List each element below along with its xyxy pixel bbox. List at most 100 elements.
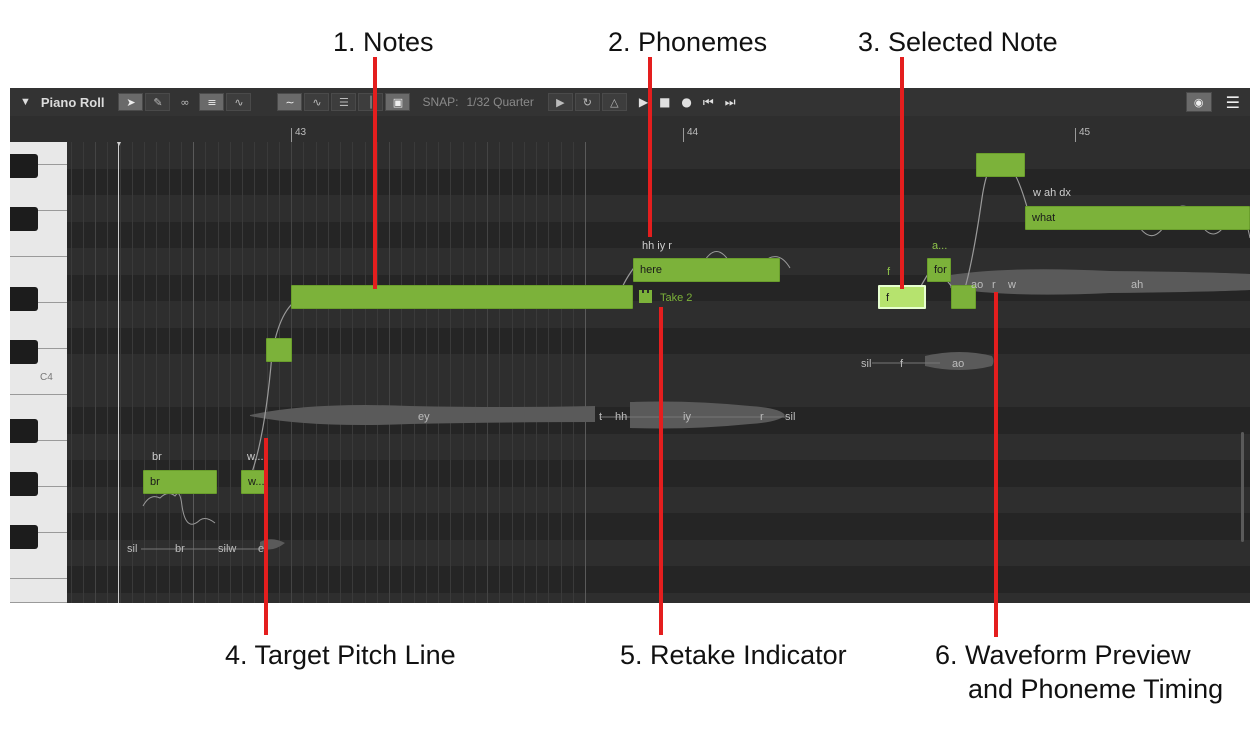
grid-line: [340, 142, 341, 603]
black-key[interactable]: [10, 340, 38, 364]
snap-label: SNAP:: [422, 95, 459, 109]
edit-tools: ➤ ✎ ∞ ≡ ∿: [118, 93, 253, 111]
phoneme-timing: br: [175, 543, 185, 555]
grid-line: [156, 142, 158, 603]
skip-back-icon[interactable]: ⏮: [702, 94, 714, 109]
waveform-ah: [950, 269, 1250, 295]
phoneme-timing: w: [1008, 279, 1016, 291]
grid-line: [327, 142, 329, 603]
key-label-c4: C4: [40, 372, 53, 383]
panel-header[interactable]: ▼ Piano Roll: [20, 95, 104, 110]
retake-indicator[interactable]: Take 2: [639, 290, 692, 304]
vibrato-icon[interactable]: ∿: [304, 93, 330, 111]
loop-tools: ▶ ↻ △: [547, 93, 629, 111]
phoneme-timing-icon[interactable]: │: [358, 93, 384, 111]
note-w[interactable]: w...: [241, 470, 268, 494]
note-here[interactable]: here: [633, 258, 780, 282]
note-what[interactable]: what: [1025, 206, 1250, 230]
grid-line: [254, 142, 256, 603]
grid-line: [131, 142, 133, 603]
timeline-ruler[interactable]: 43 44 45: [10, 116, 1250, 142]
pitch-curve-icon[interactable]: ∼: [277, 93, 303, 111]
view-tools: ∼ ∿ ☰ │ ▣: [277, 93, 412, 111]
callout-line-selected: [900, 57, 904, 289]
grid-line: [511, 142, 513, 603]
grid-line: [217, 142, 219, 603]
pencil-tool-icon[interactable]: ✎: [145, 93, 171, 111]
phoneme-timing: r: [992, 279, 996, 291]
grid-line: [193, 142, 194, 603]
note-lyric: f: [886, 292, 890, 304]
phoneme-timing: iy: [683, 411, 691, 423]
camera-icon[interactable]: ◉: [1185, 92, 1212, 112]
grid-line: [95, 142, 96, 603]
play-icon[interactable]: ▶: [638, 95, 649, 109]
playhead[interactable]: ▼: [115, 142, 123, 603]
grid-line: [425, 142, 427, 603]
clapperboard-icon[interactable]: ▣: [385, 93, 411, 111]
phonemes-w: w...: [247, 451, 264, 463]
phoneme-timing: ey: [418, 411, 430, 423]
black-key[interactable]: [10, 207, 38, 231]
skip-forward-icon[interactable]: ⏭: [724, 94, 736, 109]
piano-keyboard[interactable]: C4: [10, 142, 67, 603]
phonemes-what: w ah dx: [1033, 187, 1071, 199]
note-grid[interactable]: ▼: [67, 142, 1250, 603]
snap-select[interactable]: 1/32 Quarter: [466, 95, 534, 109]
menu-icon[interactable]: ☰: [1225, 92, 1240, 112]
grid-line: [499, 142, 501, 603]
vertical-scrollbar[interactable]: [1241, 432, 1244, 542]
metronome-icon[interactable]: △: [601, 93, 627, 111]
note-for[interactable]: for: [927, 258, 951, 282]
toolbar-right: ◉ ☰: [1185, 92, 1240, 112]
pitch-curve-br: [142, 492, 216, 525]
lane: [67, 142, 1250, 169]
pitch-view-icon[interactable]: ∿: [226, 93, 252, 111]
black-key[interactable]: [10, 154, 38, 178]
black-key[interactable]: [10, 472, 38, 496]
black-key[interactable]: [10, 287, 38, 311]
bar-marker: 45: [1075, 128, 1090, 142]
grid-line: [82, 142, 84, 603]
note-f-selected[interactable]: f: [878, 285, 926, 309]
panel-title: Piano Roll: [40, 94, 105, 110]
phoneme-timing: f: [900, 358, 904, 370]
grid-line: [413, 142, 415, 603]
select-tool-icon[interactable]: ➤: [118, 93, 144, 111]
callout-line-pitch: [264, 438, 268, 635]
phoneme-timing: sil: [785, 411, 796, 423]
phoneme-timing: e: [258, 543, 265, 555]
grid-line: [462, 142, 464, 603]
phoneme-timing: ao: [971, 279, 984, 291]
grid-line: [401, 142, 403, 603]
grid-line: [242, 142, 243, 603]
black-key[interactable]: [10, 419, 38, 443]
note-ao[interactable]: [951, 285, 976, 309]
grid-line: [560, 142, 562, 603]
grid-line: [278, 142, 280, 603]
callout-target-pitch: 4. Target Pitch Line: [225, 640, 456, 670]
grid-line: [315, 142, 317, 603]
grid-line: [438, 142, 439, 603]
chevron-down-icon[interactable]: ▼: [20, 96, 31, 108]
white-key[interactable]: [10, 579, 67, 603]
waveform-iy: [630, 401, 785, 429]
black-key[interactable]: [10, 525, 38, 549]
follow-icon[interactable]: ▶: [547, 93, 573, 111]
note-long-ey[interactable]: [291, 285, 633, 309]
note-view-icon[interactable]: ≡: [199, 93, 225, 111]
link-icon[interactable]: ∞: [180, 95, 190, 109]
waveform-ey: [250, 405, 595, 425]
note-br[interactable]: br: [143, 470, 217, 494]
callout-line-waveform: [994, 292, 998, 637]
stop-icon[interactable]: ■: [659, 95, 671, 109]
waveform-icon[interactable]: ☰: [331, 93, 357, 111]
loop-icon[interactable]: ↻: [574, 93, 600, 111]
note-high[interactable]: [976, 153, 1025, 177]
lane: [67, 301, 1250, 328]
grid-line: [107, 142, 109, 603]
note-rising[interactable]: [266, 338, 292, 362]
clapperboard-icon: [639, 290, 652, 303]
callout-line-retake: [659, 307, 663, 635]
record-icon[interactable]: ●: [681, 95, 692, 109]
